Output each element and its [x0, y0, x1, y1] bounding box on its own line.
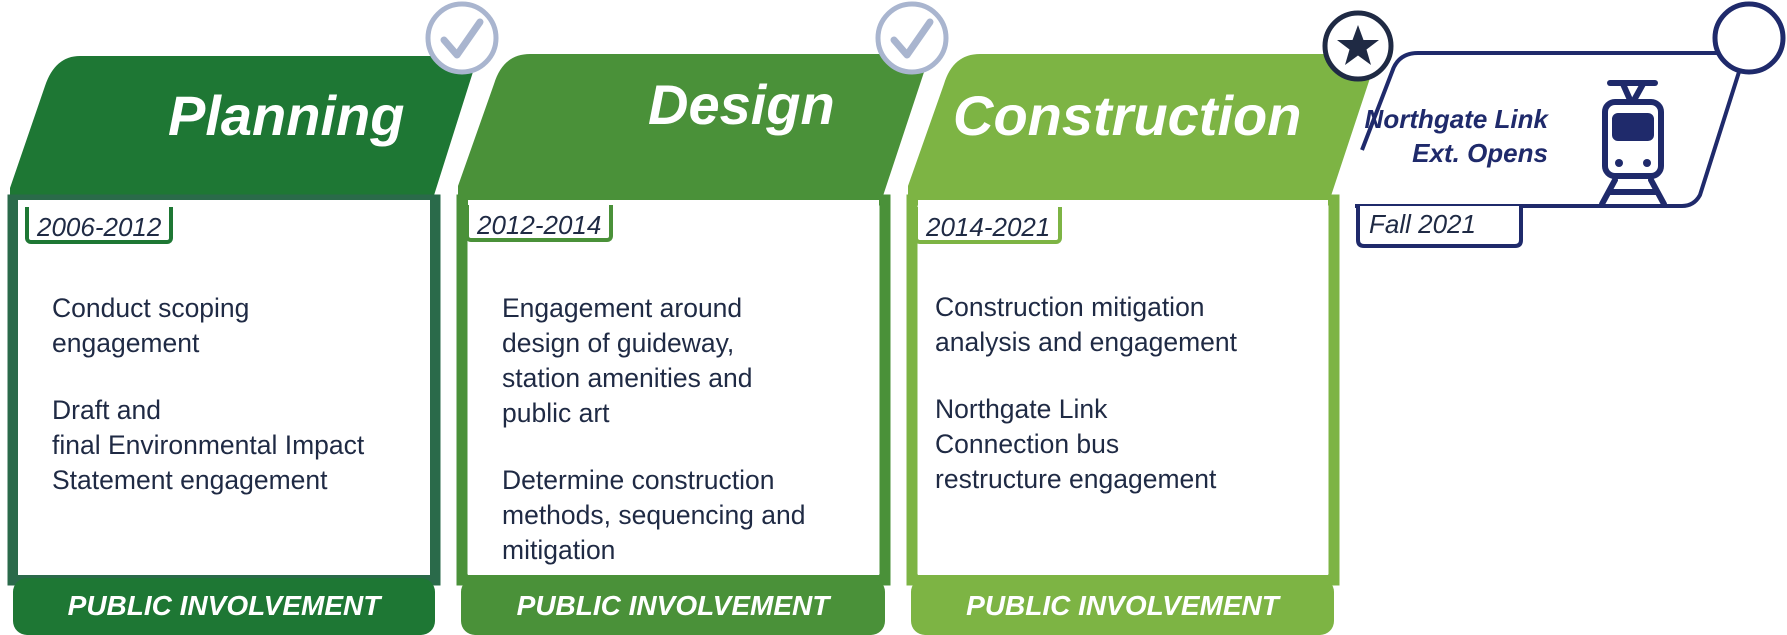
star-icon	[1322, 10, 1394, 82]
design-footer-label: PUBLIC INVOLVEMENT	[516, 590, 830, 621]
planning-column	[7, 56, 478, 635]
planning-activities: Conduct scoping engagement Draft and fin…	[52, 291, 364, 530]
design-header-bar	[458, 54, 930, 205]
design-title: Design	[648, 73, 835, 136]
construction-activities: Construction mitigation analysis and eng…	[935, 290, 1237, 529]
construction-date-tab: 2014-2021	[914, 207, 1063, 244]
construction-activity-2: Northgate Link Connection bus restructur…	[935, 394, 1217, 494]
planning-header-bar	[10, 56, 478, 208]
design-activity-1: Engagement around design of guideway, st…	[502, 293, 753, 428]
design-activities: Engagement around design of guideway, st…	[502, 291, 806, 600]
train-icon	[1599, 80, 1667, 207]
planning-activity-2: Draft and final Environmental Impact Sta…	[52, 395, 365, 495]
milestone-panel	[1355, 51, 1748, 248]
milestone-title: Northgate Link Ext. Opens	[1350, 102, 1548, 170]
design-column	[456, 54, 930, 635]
milestone-date: Fall 2021	[1369, 209, 1476, 239]
construction-title: Construction	[953, 84, 1302, 147]
planning-activity-1: Conduct scoping engagement	[52, 293, 250, 358]
check-icon	[875, 1, 949, 75]
construction-activity-1: Construction mitigation analysis and eng…	[935, 292, 1238, 357]
milestone-title-line-2: Ext. Opens	[1412, 138, 1548, 168]
planning-footer-label: PUBLIC INVOLVEMENT	[67, 590, 381, 621]
construction-column	[906, 54, 1378, 635]
check-icon	[425, 1, 499, 75]
construction-footer-bar	[911, 578, 1334, 635]
planning-date-tab: 2006-2012	[25, 207, 174, 244]
planning-title: Planning	[168, 84, 405, 147]
planning-footer-bar	[13, 578, 435, 635]
design-footer-bar	[461, 578, 885, 635]
milestone-tab-outline	[1356, 206, 1523, 248]
milestone-outline	[1355, 51, 1748, 208]
milestone-title-line-1: Northgate Link	[1364, 104, 1548, 134]
construction-header-bar	[908, 54, 1378, 205]
empty-circle-icon	[1712, 1, 1786, 75]
design-activity-2: Determine construction methods, sequenci…	[502, 465, 806, 565]
construction-footer-label: PUBLIC INVOLVEMENT	[966, 590, 1279, 621]
design-date-tab: 2012-2014	[465, 205, 614, 242]
